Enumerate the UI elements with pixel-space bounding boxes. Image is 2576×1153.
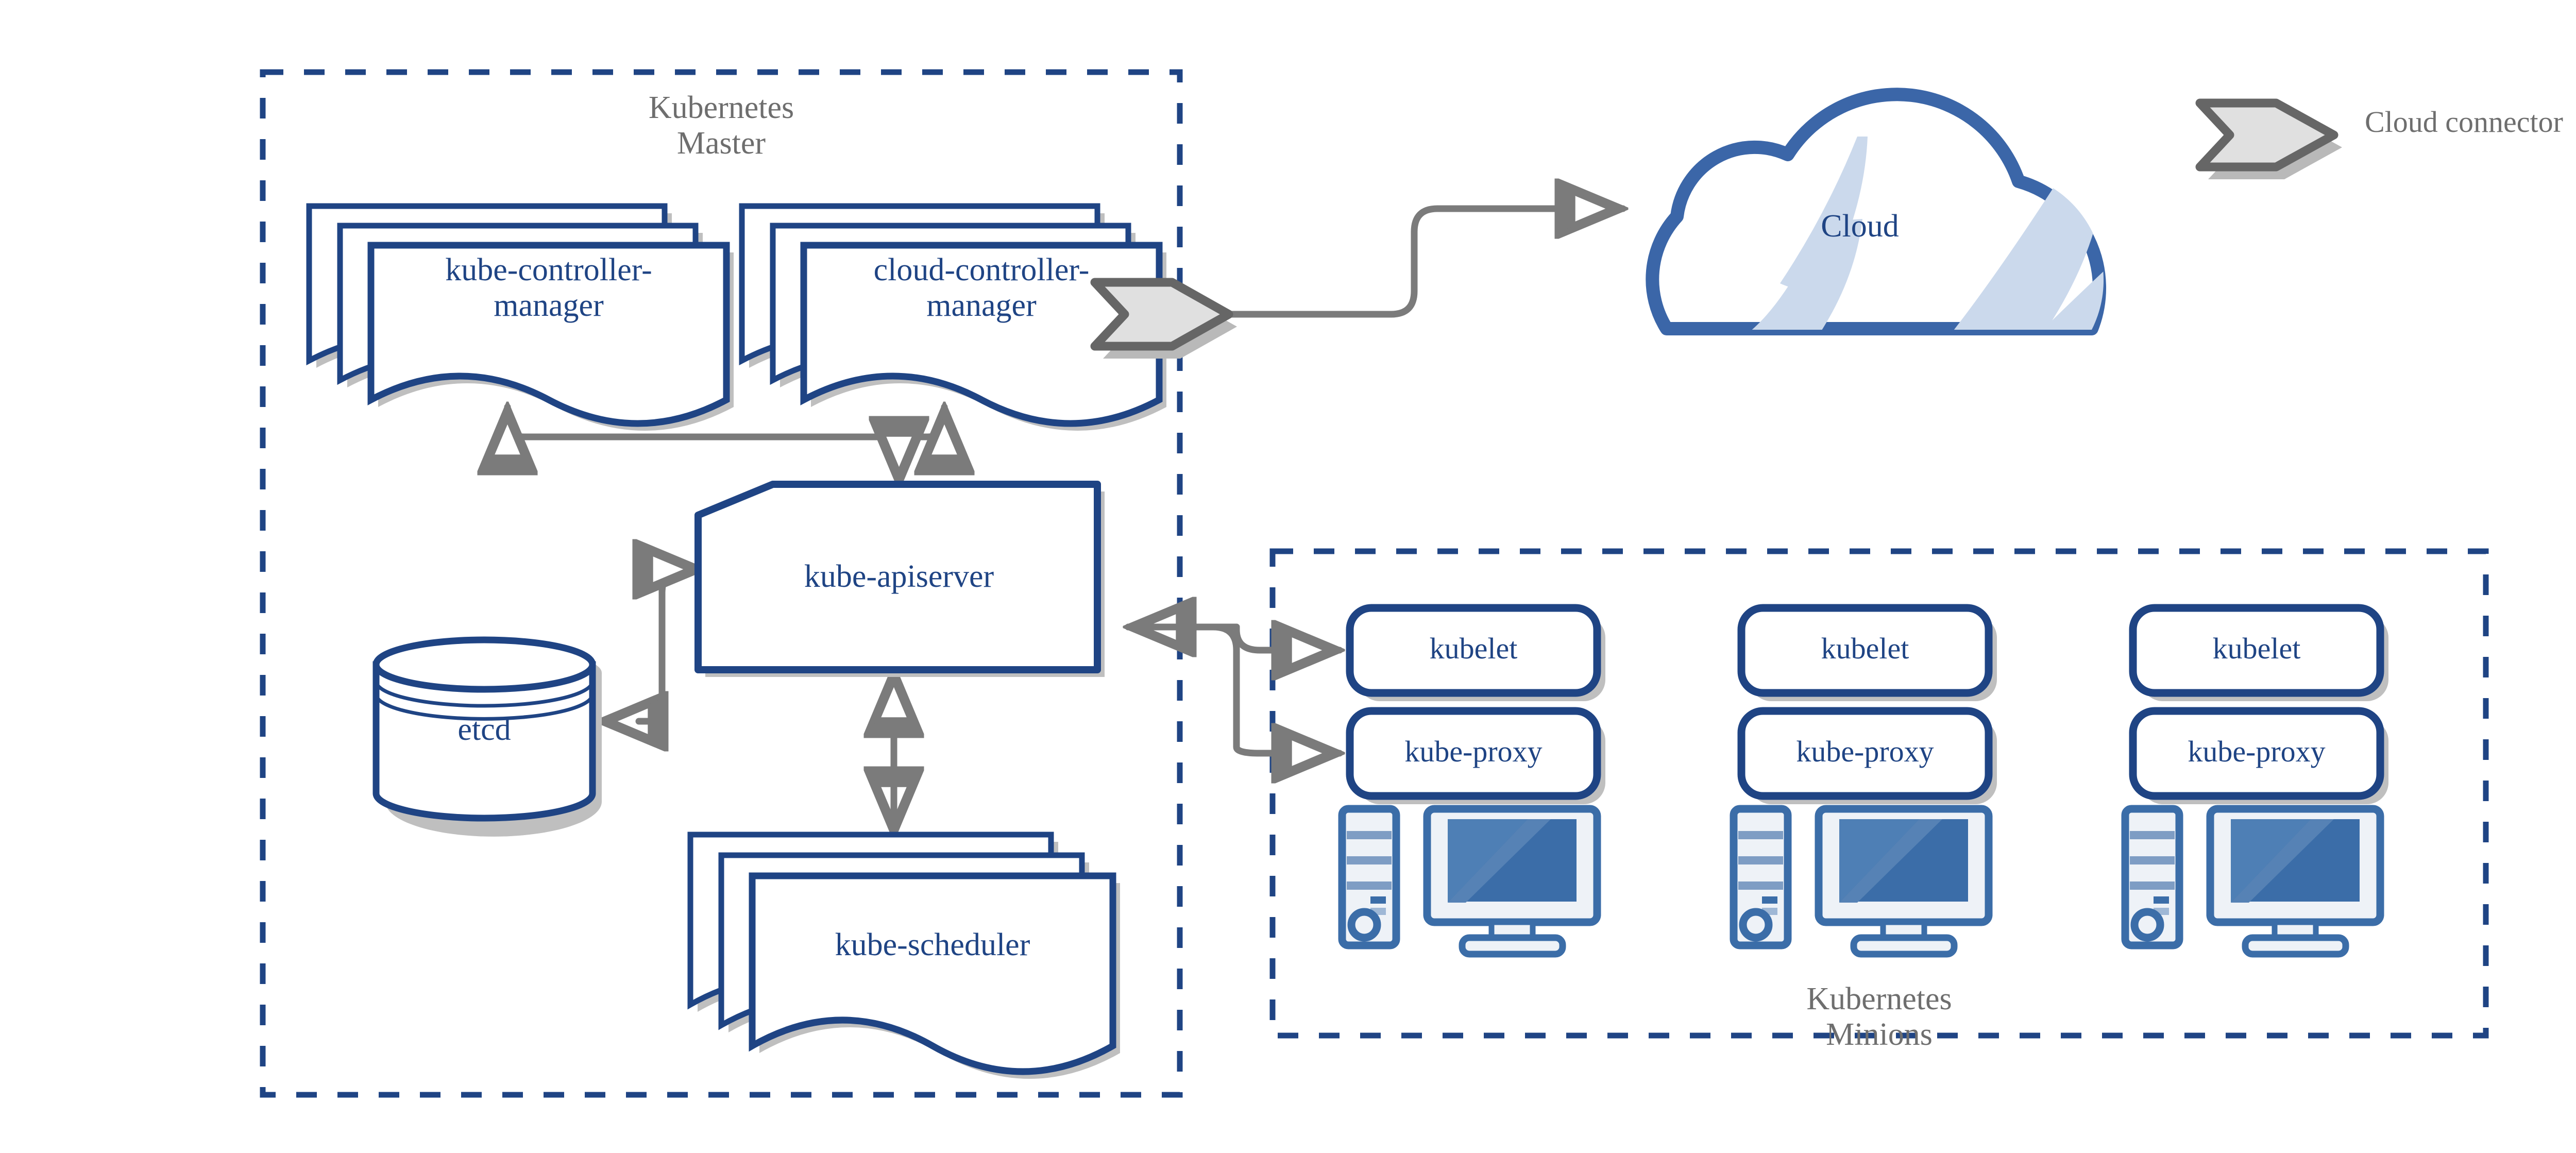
label-cloud-controller-manager: cloud-controller- manager — [873, 252, 1090, 324]
label-kube-proxy-3: kube-proxy — [2188, 735, 2326, 768]
minion-node-1[interactable] — [1338, 604, 1605, 958]
edge-apiserver-to-etcd-out — [600, 566, 689, 721]
cloud-connector-chevron-icon[interactable] — [1090, 278, 1237, 359]
component-cloud-controller-manager[interactable] — [739, 203, 1166, 431]
group-kubernetes-minions — [1269, 548, 2489, 1039]
edge-etcd-to-apiserver-in — [639, 569, 701, 725]
label-kubelet-3: kubelet — [2212, 632, 2301, 665]
label-cloud: Cloud — [1821, 209, 1899, 244]
edge-cloudcontroller-to-cloud — [1187, 209, 1623, 318]
legend-label: Cloud connector — [2365, 105, 2563, 139]
group-kubernetes-master — [260, 69, 1183, 1098]
kube-proxy-box-3 — [2129, 707, 2384, 800]
label-kubelet-2: kubelet — [1821, 632, 1909, 665]
edges — [507, 209, 1623, 835]
group-label-master-line1: Kubernetes — [648, 90, 794, 125]
edge-apiserver-to-cloudcontroller — [895, 407, 944, 480]
etcd-top — [372, 636, 596, 693]
computer-icon-2 — [1730, 805, 1993, 958]
label-kube-proxy-2: kube-proxy — [1796, 735, 1934, 768]
label-kube-controller-manager: kube-controller- manager — [445, 252, 652, 324]
component-etcd[interactable] — [372, 636, 602, 837]
group-label-minions-line1: Kubernetes — [1806, 981, 1952, 1016]
group-label-master-line2: Master — [676, 126, 766, 161]
computer-icon-3 — [2121, 805, 2384, 958]
legend-cloud-connector-icon — [2195, 98, 2342, 179]
component-kube-apiserver[interactable] — [694, 481, 1105, 677]
kube-proxy-box-2 — [1737, 707, 1993, 800]
label-kubelet-1: kubelet — [1429, 632, 1518, 665]
label-kube-proxy-1: kube-proxy — [1404, 735, 1543, 768]
component-kube-scheduler[interactable] — [687, 832, 1120, 1079]
group-label-minions-line2: Minions — [1826, 1017, 1933, 1053]
label-etcd: etcd — [457, 712, 511, 747]
etcd-ring-2 — [375, 696, 594, 721]
label-kube-apiserver: kube-apiserver — [804, 559, 994, 594]
component-cloud[interactable] — [1646, 88, 2125, 343]
kubelet-box-3 — [2129, 604, 2384, 697]
edge-apiserver-to-kubeproxy — [1233, 623, 1340, 753]
kubelet-box-2 — [1737, 604, 1993, 697]
etcd-ring-1 — [374, 681, 595, 708]
computer-icon-1 — [1338, 805, 1601, 958]
label-kube-scheduler: kube-scheduler — [835, 927, 1030, 962]
kube-proxy-box-1 — [1346, 707, 1601, 800]
cloud-accents — [1734, 137, 2104, 330]
component-kube-controller-manager[interactable] — [306, 203, 734, 431]
minion-node-3[interactable] — [2121, 604, 2388, 958]
kubelet-box-1 — [1346, 604, 1601, 697]
minion-node-2[interactable] — [1730, 604, 1997, 958]
